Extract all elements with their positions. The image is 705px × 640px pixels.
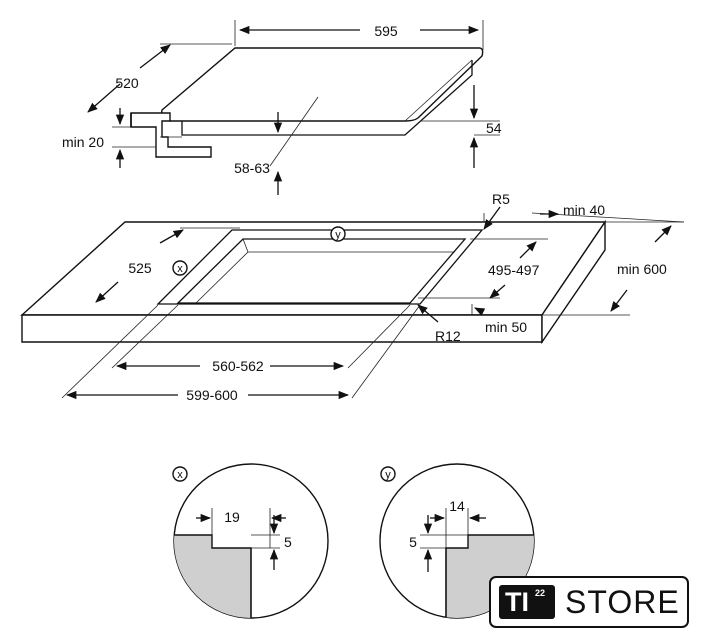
dim-depth-520: 520 [115, 75, 139, 91]
worktop-side [541, 219, 606, 345]
dim-599-600: 599-600 [186, 387, 238, 403]
hob-bracket [130, 112, 212, 158]
detail-x-dim-19: 19 [224, 509, 240, 525]
dim-r5: R5 [492, 191, 510, 207]
hob-drawing: 595 520 54 min 20 58-63 [62, 20, 502, 195]
callout-x-label: x [177, 263, 183, 275]
cutout-outer [156, 229, 484, 305]
ti-store-logo: TI 22 STORE [489, 576, 689, 628]
dim-58-63: 58-63 [234, 160, 270, 176]
dim-560-562: 560-562 [212, 358, 264, 374]
dim-525: 525 [128, 260, 152, 276]
detail-y-dim-14: 14 [449, 498, 465, 514]
worktop-front [21, 314, 543, 343]
detail-x-section [174, 534, 252, 618]
dim-495-497: 495-497 [488, 262, 540, 278]
detail-y-label: y [385, 469, 391, 481]
callout-y [330, 226, 346, 242]
detail-y-dim-5: 5 [409, 534, 417, 550]
worktop-drawing: y x R5 min 40 min 600 525 495-497 R12 [20, 191, 685, 403]
dim-min-50: min 50 [485, 319, 527, 335]
logo-text: STORE [565, 584, 680, 620]
dim-height-54: 54 [486, 120, 502, 136]
callout-y-label: y [335, 229, 341, 241]
detail-x-label: x [177, 469, 183, 481]
logo-badge-text: TI [505, 587, 529, 617]
callout-x [172, 260, 188, 276]
dim-min-600: min 600 [617, 261, 667, 277]
dim-min-40: min 40 [563, 202, 605, 218]
cutout-inner [176, 238, 467, 304]
detail-x-dim-5: 5 [284, 534, 292, 550]
logo-badge-sup: 22 [535, 588, 546, 598]
hob-body [181, 60, 473, 136]
detail-x: x 19 5 [172, 463, 329, 619]
dim-r12: R12 [435, 328, 461, 344]
hob-glass [160, 47, 484, 122]
dim-width-595: 595 [374, 23, 398, 39]
dim-min-20: min 20 [62, 134, 104, 150]
logo-badge: TI 22 [499, 585, 555, 619]
